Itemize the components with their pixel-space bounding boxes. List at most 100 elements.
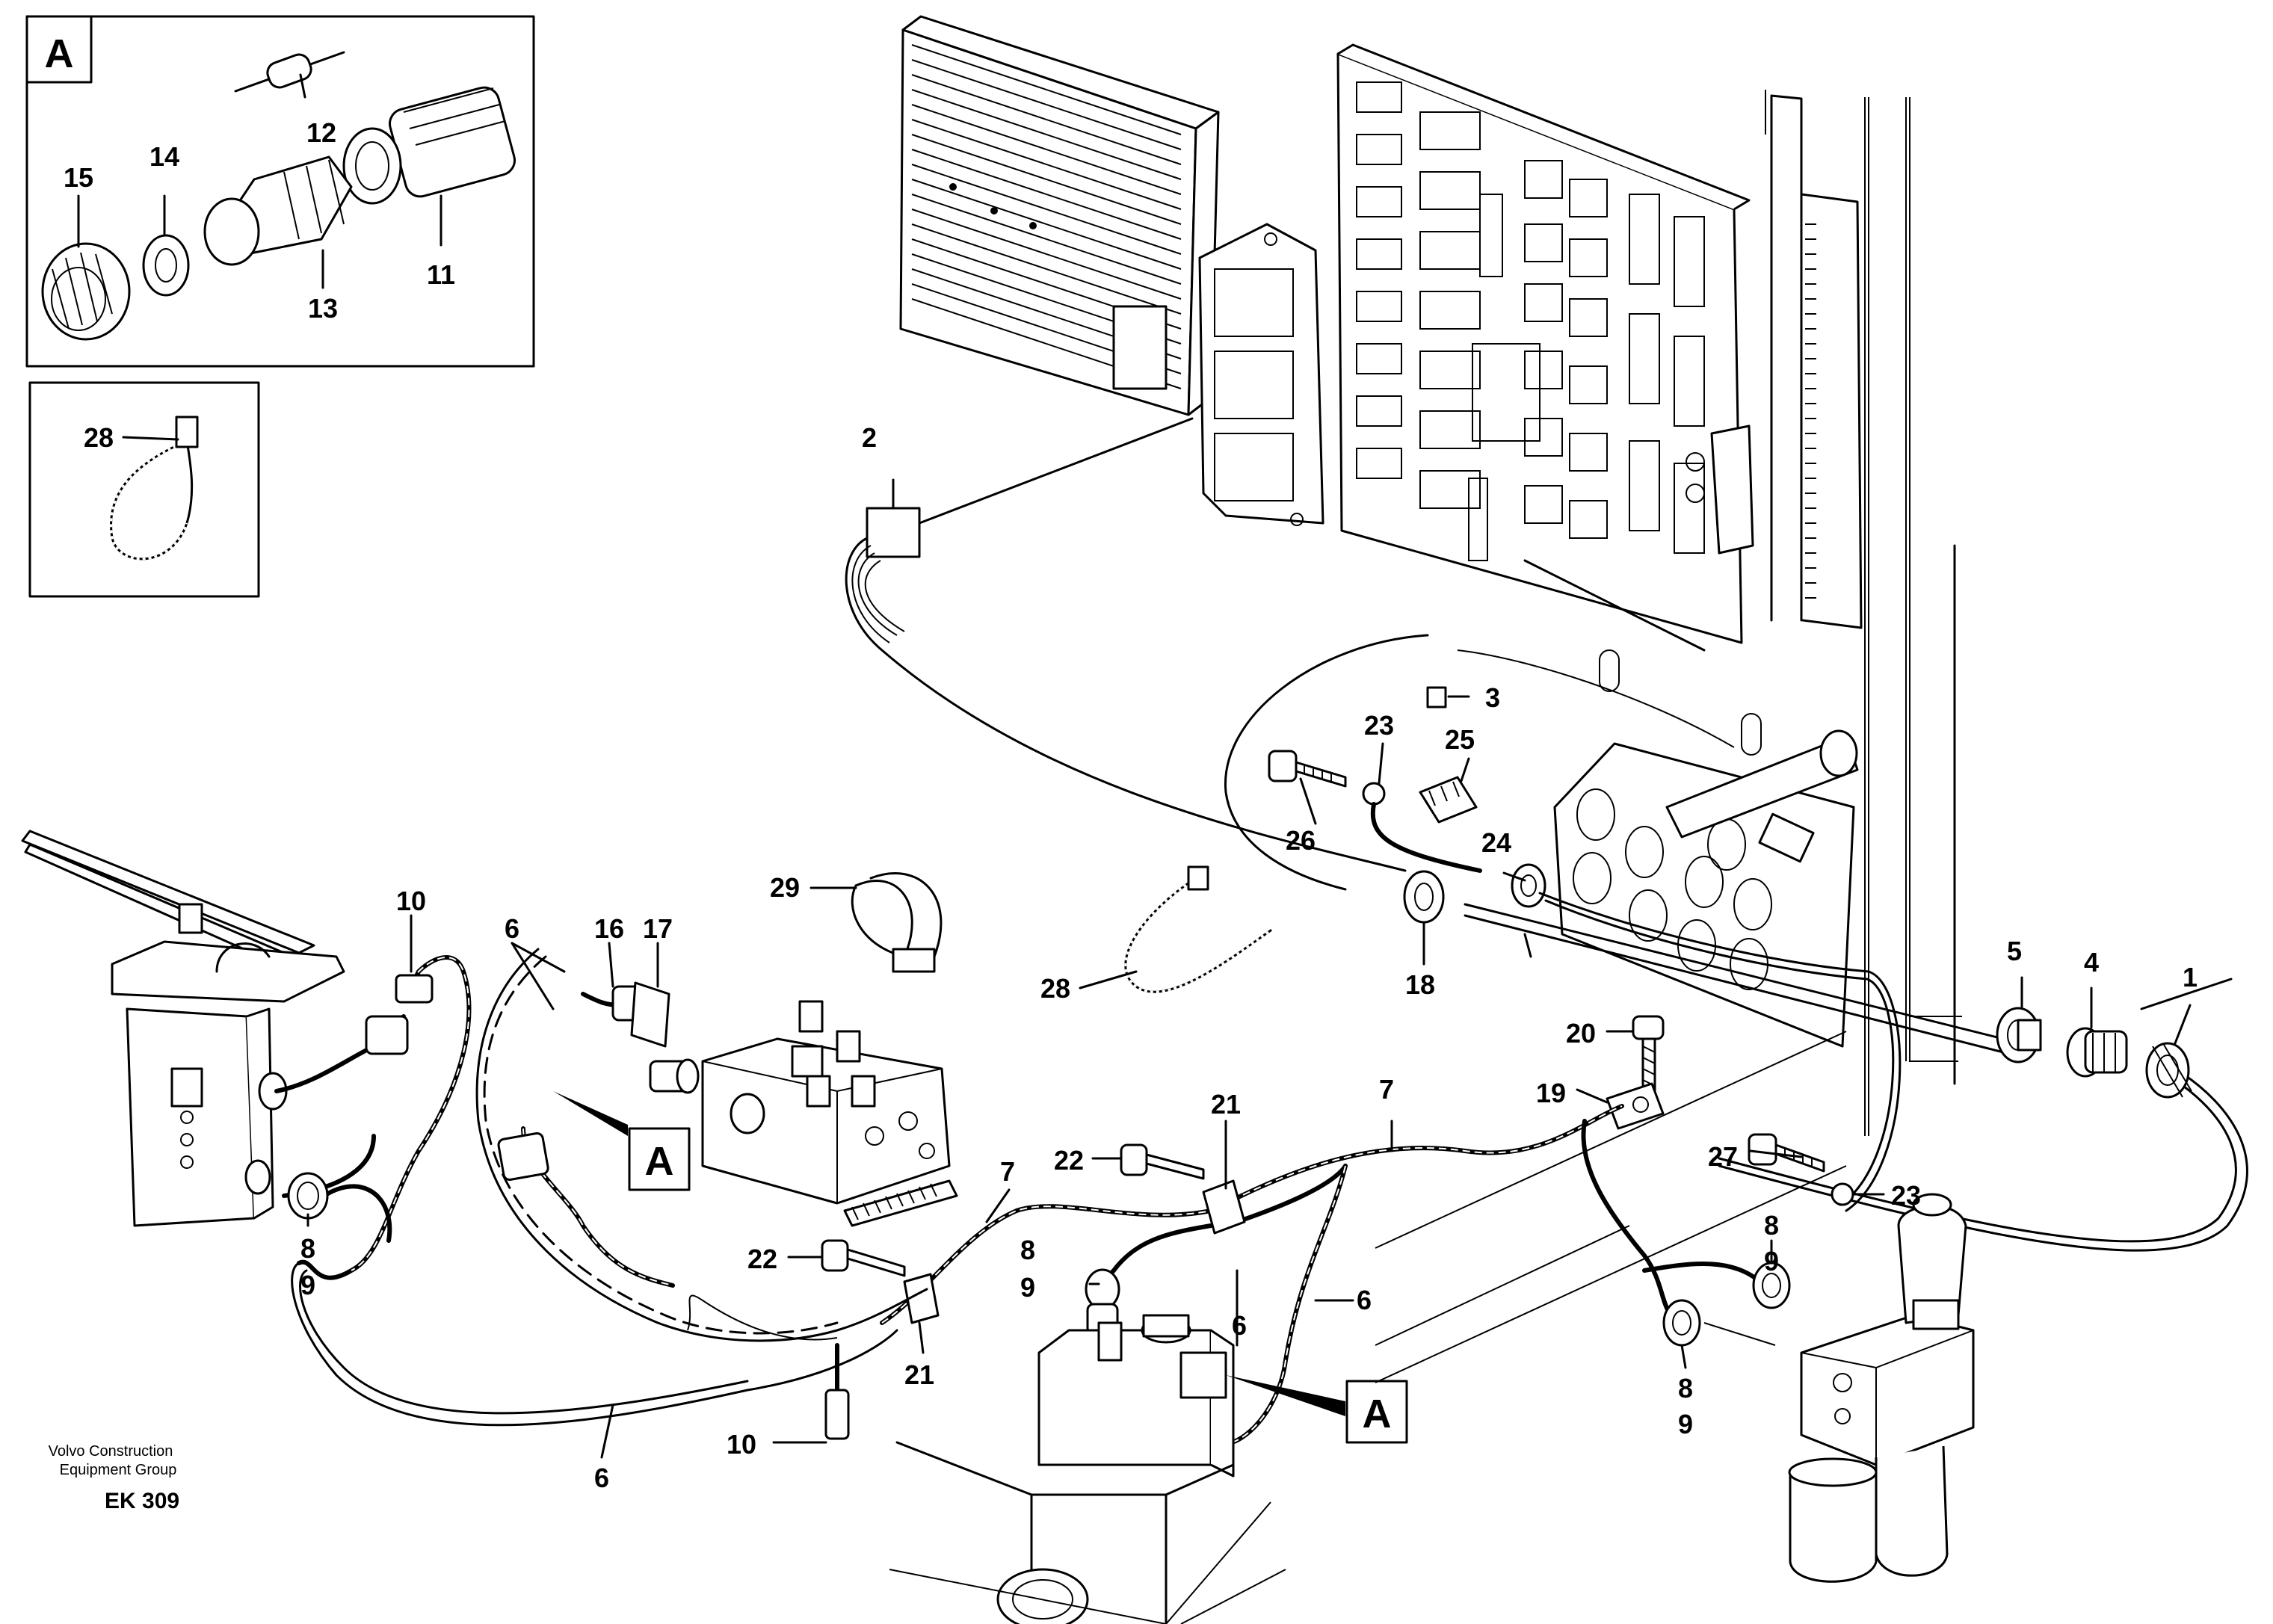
label-8-right-upper: 8 [1764,1210,1779,1241]
label-23-top: 23 [1364,710,1394,741]
reservoir [895,1314,1286,1624]
label-8-left: 8 [300,1233,315,1264]
grommet-plate [1553,729,1859,1048]
label-2: 2 [862,422,877,453]
label-18: 18 [1405,969,1435,1000]
label-22-upper: 22 [1054,1145,1084,1176]
label-21-upper: 21 [1211,1089,1241,1120]
callout-a-left: A [553,1091,691,1191]
clamp-19 [1606,1082,1665,1130]
sensor-13 [203,155,353,289]
label-23-bottom: 23 [1891,1180,1921,1211]
relay-board [1336,43,1754,644]
grommet-24 [1511,863,1546,908]
label-28-inset: 28 [84,422,114,453]
fuse-12 [234,51,345,99]
part-labels: 2 3 23 25 26 24 18 5 4 1 20 19 7 21 22 2… [300,422,2198,1493]
bolt-26 [1268,750,1347,788]
credit-line2: Equipment Group [60,1462,177,1478]
connector-11 [342,86,516,247]
connector-1 [2145,1042,2192,1099]
label-6-top: 6 [505,913,519,944]
label-15: 15 [64,162,93,193]
label-13: 13 [308,293,338,324]
label-3: 3 [1485,682,1500,713]
strap-29 [851,872,943,973]
fitting-8-right-upper [1752,1262,1791,1309]
harness-right [1464,892,2248,1252]
label-24: 24 [1481,827,1511,858]
label-6-center: 6 [1232,1310,1247,1341]
label-26: 26 [1286,825,1316,856]
callout-a-right-text: A [1363,1392,1392,1436]
label-8-center: 8 [1020,1235,1035,1265]
label-22-lower: 22 [747,1244,777,1274]
pedal-assembly [21,830,345,1227]
label-9-right-upper: 9 [1764,1246,1779,1276]
label-19: 19 [1536,1078,1566,1108]
connector-4 [2066,1027,2128,1078]
connector-5 [1996,1007,2042,1063]
bolt-27 [1748,1133,1825,1173]
valve-block [649,1000,958,1227]
label-5: 5 [2007,936,2022,966]
label-20: 20 [1566,1018,1596,1049]
frame-lines [889,1031,1847,1624]
ring-terminal-23-bottom [1831,1182,1854,1206]
cabinet-frame [1523,90,1962,1136]
label-11: 11 [427,259,455,290]
label-12: 12 [306,117,336,148]
mounting-bracket [1198,223,1324,526]
inset-a-labels: 12 15 14 11 13 [64,117,455,324]
label-9-right-lower: 9 [1678,1409,1693,1439]
label-6-right: 6 [1357,1285,1372,1315]
connector-3 [1426,686,1447,708]
label-21-lower: 21 [904,1359,934,1390]
fitting-8-left [287,1172,329,1220]
label-29: 29 [770,872,800,903]
connector-16-17 [581,981,670,1048]
ring-terminal-23-top [1362,782,1482,873]
nut-15 [41,194,131,341]
fitting-8-right-lower [1662,1299,1701,1347]
harness-6-left [274,948,928,1440]
inset-a-letter: A [45,31,74,76]
label-4: 4 [2084,947,2099,978]
label-1: 1 [2183,962,2198,992]
label-9-center: 9 [1020,1272,1035,1303]
inset-a-frame: A [25,15,535,368]
leader-lines [306,417,2233,1459]
control-unit [899,15,1220,416]
label-16: 16 [594,913,624,944]
bolt-22-lower [821,1239,906,1277]
label-28: 28 [1040,973,1070,1004]
connector-2 [845,507,1407,872]
clamp-21-upper [1202,1179,1246,1235]
connector-25 [1419,776,1478,824]
washer-14 [142,194,190,297]
credit-line1: Volvo Construction [49,1443,173,1460]
inset-tie-frame: 28 [28,381,260,598]
nut-18 [1403,870,1445,924]
label-17: 17 [643,913,673,944]
label-7-left: 7 [1000,1156,1015,1187]
label-10-lower: 10 [727,1429,756,1460]
clamp-21-lower [903,1273,940,1324]
label-9-left: 9 [300,1270,315,1300]
label-10-upper: 10 [396,886,426,916]
label-25: 25 [1445,724,1475,755]
label-14: 14 [149,141,179,172]
callout-a-left-text: A [645,1139,674,1184]
detail-circle [1224,634,1735,891]
accumulator-assembly [1703,1193,1975,1583]
credit-block: Volvo Construction Equipment Group EK 30… [49,1443,179,1513]
figure-code: EK 309 [105,1489,179,1513]
tie-28 [1124,865,1272,993]
bolt-22-upper [1120,1143,1205,1180]
cabinet-slots [1599,649,1762,756]
label-8-right-lower: 8 [1678,1373,1693,1404]
callout-a-right: A [1226,1375,1408,1444]
label-6-bottom: 6 [594,1463,609,1493]
label-7-right: 7 [1379,1074,1394,1105]
